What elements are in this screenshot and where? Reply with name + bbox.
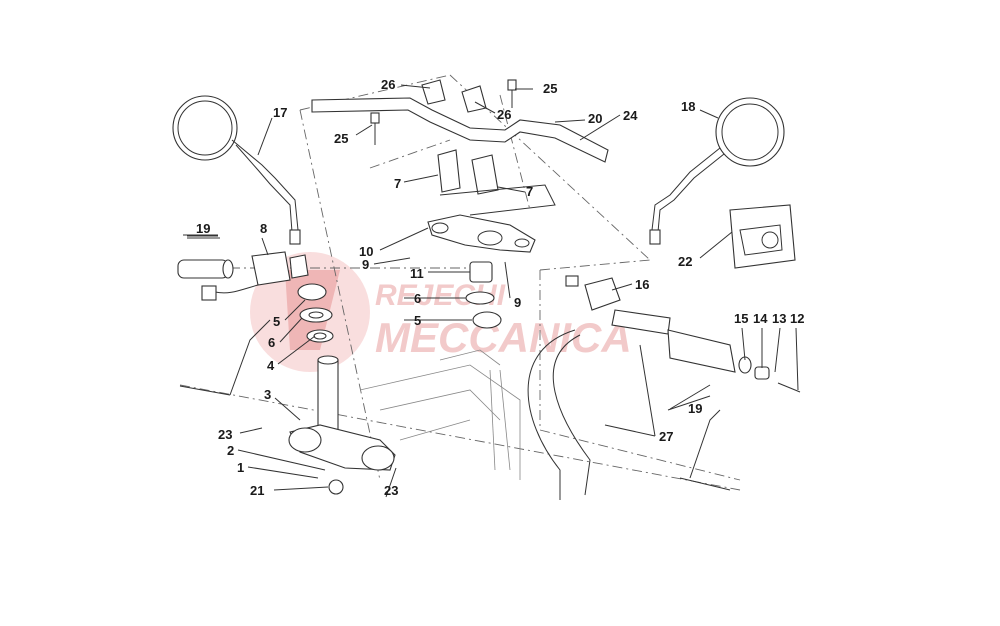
callout-19-right: 19	[688, 401, 702, 416]
watermark-line2: MECCANICA	[375, 314, 632, 361]
callout-26-right: 26	[497, 107, 511, 122]
callout-6-left: 6	[268, 335, 275, 350]
clamp-bolts	[370, 79, 517, 145]
callout-1: 1	[237, 460, 244, 475]
callout-17: 17	[273, 105, 287, 120]
callout-9-left: 9	[362, 257, 369, 272]
callout-8: 8	[260, 221, 267, 236]
top-yoke	[427, 214, 536, 253]
handlebar-clamps	[421, 79, 556, 216]
right-switch-grip	[565, 275, 801, 393]
callout-25-left: 25	[334, 131, 348, 146]
fork-bolts	[179, 319, 731, 491]
callout-11: 11	[410, 266, 424, 281]
callout-26-left: 26	[381, 77, 395, 92]
callout-5-right: 5	[414, 313, 421, 328]
bottom-yoke	[288, 355, 396, 495]
callout-21: 21	[250, 483, 264, 498]
callout-5-left: 5	[273, 314, 280, 329]
callout-24: 24	[623, 108, 638, 123]
callout-7-right: 7	[526, 184, 533, 199]
callout-4: 4	[267, 358, 275, 373]
callout-12: 12	[790, 311, 804, 326]
callout-18: 18	[681, 99, 695, 114]
callout-6-right: 6	[414, 291, 421, 306]
callout-15: 15	[734, 311, 748, 326]
callout-leaders	[183, 84, 799, 498]
callout-10: 10	[359, 244, 373, 259]
callout-labels: 1 2 3 4 5 5 6 6 7 7 8 9 9 10 11 12 13 14…	[196, 77, 804, 498]
callout-20: 20	[588, 111, 602, 126]
callout-19-brackets	[187, 237, 711, 411]
callout-25-right: 25	[543, 81, 557, 96]
left-mirror	[172, 95, 301, 245]
throttle-cables	[527, 329, 591, 500]
throttle-detail-inset	[729, 204, 796, 269]
frame-outline	[359, 349, 521, 480]
left-switch-grip	[177, 251, 309, 301]
callout-23-bottom: 23	[384, 483, 398, 498]
callout-27: 27	[659, 429, 673, 444]
callout-19-left: 19	[196, 221, 210, 236]
steering-bearing-stack	[297, 261, 502, 343]
callout-9-right: 9	[514, 295, 521, 310]
callout-7-left: 7	[394, 176, 401, 191]
callout-3: 3	[264, 387, 271, 402]
callout-2: 2	[227, 443, 234, 458]
handlebar	[311, 97, 609, 163]
callout-22: 22	[678, 254, 692, 269]
callout-16: 16	[635, 277, 649, 292]
callout-23-left: 23	[218, 427, 232, 442]
callout-14: 14	[753, 311, 768, 326]
right-mirror	[649, 97, 785, 245]
callout-13: 13	[772, 311, 786, 326]
